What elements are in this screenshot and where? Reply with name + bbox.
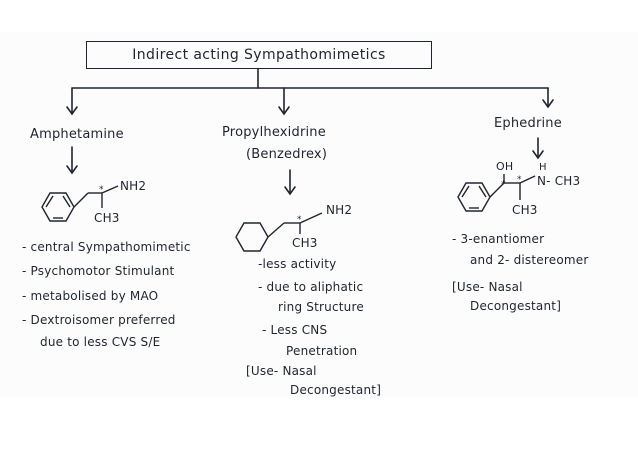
amphetamine-note: - metabolised by MAO — [22, 289, 159, 303]
ephedrine-amine-label: N- CH3 — [537, 174, 581, 188]
propylhexidrine-structure — [235, 212, 323, 252]
amphetamine-structure — [41, 185, 119, 222]
propylhexidrine-note: -less activity — [258, 257, 337, 271]
propylhexidrine-amine-label: NH2 — [326, 203, 353, 217]
propylhexidrine-note: Penetration — [286, 344, 358, 358]
ephedrine-structure — [457, 174, 536, 212]
propylhexidrine-note: ring Structure — [278, 300, 364, 314]
amphetamine-note: due to less CVS S/E — [40, 335, 161, 349]
amphetamine-note: - central Sympathomimetic — [22, 240, 191, 254]
propylhexidrine-use: [Use- Nasal — [246, 364, 317, 378]
ephedrine-heading: Ephedrine — [494, 116, 562, 131]
ephedrine-oh-label: OH — [496, 160, 514, 173]
propylhexidrine-heading: Propylhexidrine — [222, 125, 326, 140]
svg-text:*: * — [501, 180, 506, 190]
ephedrine-methyl-label: CH3 — [512, 203, 538, 217]
propylhexidrine-use: Decongestant] — [290, 383, 382, 397]
propylhexidrine-methyl-label: CH3 — [292, 236, 318, 250]
ephedrine-note: - 3-enantiomer — [452, 232, 545, 246]
amphetamine-note: - Dextroisomer preferred — [22, 313, 176, 327]
ephedrine-note: and 2- distereomer — [470, 253, 589, 267]
svg-text:*: * — [297, 215, 302, 225]
amphetamine-note: - Psychomotor Stimulant — [22, 264, 175, 278]
ephedrine-h-label: H — [539, 162, 547, 173]
ephedrine-use: Decongestant] — [470, 299, 562, 313]
svg-text:*: * — [517, 175, 522, 185]
svg-text:*: * — [99, 185, 104, 195]
ephedrine-use: [Use- Nasal — [452, 280, 523, 294]
amphetamine-amine-label: NH2 — [120, 179, 147, 193]
amphetamine-heading: Amphetamine — [30, 127, 124, 142]
diagram-title: Indirect acting Sympathomimetics — [86, 41, 432, 69]
propylhexidrine-note: - due to aliphatic — [258, 280, 364, 294]
propylhexidrine-alt-name: (Benzedrex) — [246, 147, 328, 162]
propylhexidrine-note: - Less CNS — [262, 323, 328, 337]
amphetamine-methyl-label: CH3 — [94, 211, 120, 225]
